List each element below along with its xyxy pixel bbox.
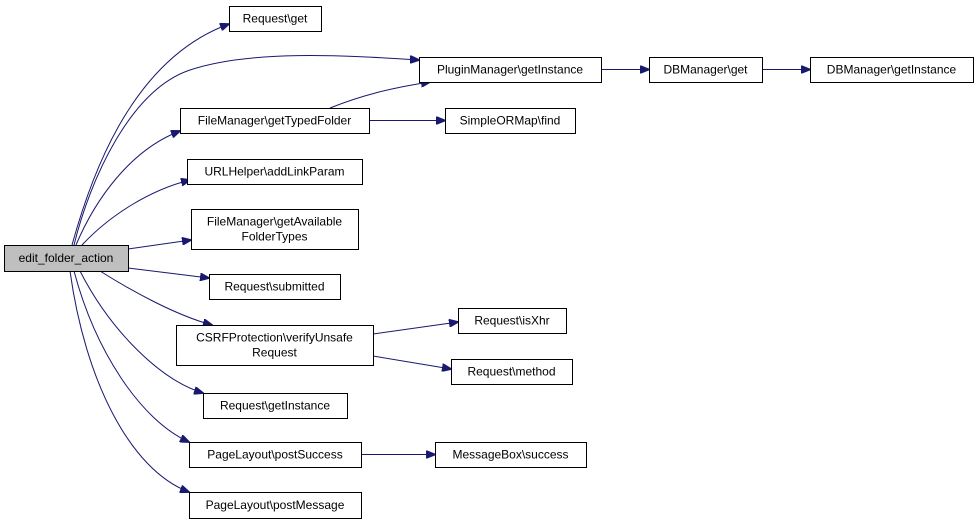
node-simple-or-map-find[interactable]: SimpleORMap\find xyxy=(445,108,576,134)
node-label: MessageBox\success xyxy=(452,448,568,462)
node-box xyxy=(203,393,348,419)
node-label: PageLayout\postMessage xyxy=(206,498,345,512)
node-box xyxy=(451,359,573,385)
node-request-submitted[interactable]: Request\submitted xyxy=(209,274,341,300)
edge-csrf-protection-verify-unsafe-request-to-request-method xyxy=(372,355,451,369)
nodes-layer: edit_folder_action Request\getPluginManag… xyxy=(4,6,974,519)
edge-edit-folder-action-to-plugin-manager-get-instance xyxy=(73,55,419,246)
node-box xyxy=(4,245,129,272)
node-label: Request\isXhr xyxy=(474,314,549,328)
node-label: Request\getInstance xyxy=(220,399,330,413)
node-label: Request\get xyxy=(243,12,308,26)
node-box xyxy=(209,274,341,300)
node-request-method[interactable]: Request\method xyxy=(451,359,573,385)
node-request-get[interactable]: Request\get xyxy=(229,6,322,32)
edge-edit-folder-action-to-request-submitted xyxy=(127,267,209,278)
node-file-manager-get-typed-folder[interactable]: FileManager\getTypedFolder xyxy=(180,108,370,134)
edge-edit-folder-action-to-file-manager-get-available-folder-types xyxy=(127,240,191,250)
node-label: DBManager\getInstance xyxy=(827,63,957,77)
edge-edit-folder-action-to-request-get xyxy=(71,24,229,246)
node-label: Request\submitted xyxy=(224,280,324,294)
node-box xyxy=(189,442,362,468)
node-box xyxy=(435,442,587,468)
node-page-layout-post-success[interactable]: PageLayout\postSuccess xyxy=(189,442,362,468)
node-request-get-instance[interactable]: Request\getInstance xyxy=(203,393,348,419)
node-box xyxy=(191,209,359,250)
node-label: CSRFProtection\verifyUnsafe xyxy=(196,331,353,345)
node-label: URLHelper\addLinkParam xyxy=(204,165,344,179)
node-edit-folder-action[interactable]: edit_folder_action xyxy=(4,245,129,272)
node-label: PageLayout\postSuccess xyxy=(207,448,342,462)
node-label: FolderTypes xyxy=(241,230,307,244)
edge-file-manager-get-typed-folder-to-plugin-manager-get-instance xyxy=(329,82,430,109)
node-url-helper-add-link-param[interactable]: URLHelper\addLinkParam xyxy=(187,159,363,185)
node-box xyxy=(810,57,974,83)
node-message-box-success[interactable]: MessageBox\success xyxy=(435,442,587,468)
node-box xyxy=(187,159,363,185)
node-box xyxy=(445,108,576,134)
edge-edit-folder-action-to-page-layout-post-success xyxy=(73,270,189,442)
edges-layer xyxy=(69,24,810,492)
node-label: FileManager\getTypedFolder xyxy=(198,114,351,128)
edge-csrf-protection-verify-unsafe-request-to-request-is-xhr xyxy=(372,322,458,335)
node-box xyxy=(189,492,362,519)
edge-edit-folder-action-to-page-layout-post-message xyxy=(69,270,189,492)
node-db-manager-get-instance[interactable]: DBManager\getInstance xyxy=(810,57,974,83)
node-label: SimpleORMap\find xyxy=(460,114,561,128)
node-box xyxy=(176,325,374,366)
node-label: FileManager\getAvailable xyxy=(207,215,343,229)
node-label: PluginManager\getInstance xyxy=(437,63,583,77)
node-plugin-manager-get-instance[interactable]: PluginManager\getInstance xyxy=(419,57,602,83)
node-box xyxy=(180,108,370,134)
node-label: Request xyxy=(252,346,297,360)
edge-edit-folder-action-to-file-manager-get-typed-folder xyxy=(75,131,180,246)
node-box xyxy=(419,57,602,83)
node-label: edit_folder_action xyxy=(19,251,114,265)
edge-edit-folder-action-to-request-get-instance xyxy=(79,270,203,393)
node-label: Request\method xyxy=(467,365,555,379)
edge-edit-folder-action-to-url-helper-add-link-param xyxy=(81,180,190,246)
node-box xyxy=(229,6,322,32)
node-db-manager-get[interactable]: DBManager\get xyxy=(649,57,763,83)
node-label: DBManager\get xyxy=(663,63,748,77)
node-page-layout-post-message[interactable]: PageLayout\postMessage xyxy=(189,492,362,519)
node-request-is-xhr[interactable]: Request\isXhr xyxy=(458,308,567,334)
node-box xyxy=(458,308,567,334)
edge-edit-folder-action-to-csrf-protection-verify-unsafe-request xyxy=(99,270,212,325)
node-box xyxy=(649,57,763,83)
